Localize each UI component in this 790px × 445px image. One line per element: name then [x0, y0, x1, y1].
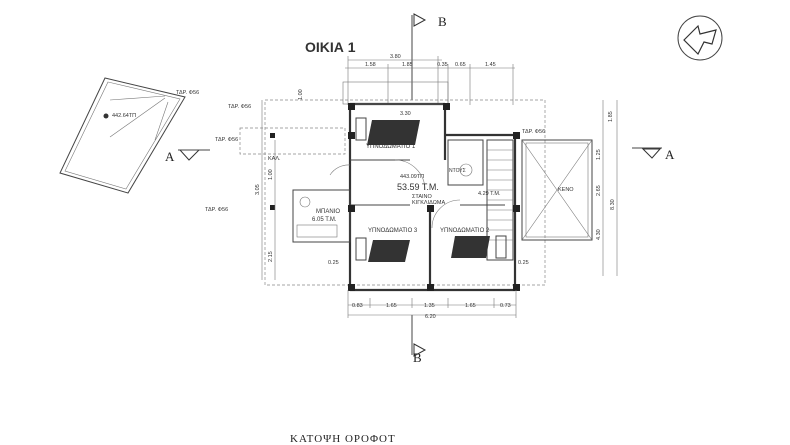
- dimension-label: 3.80: [390, 54, 401, 60]
- section-marker-b-top: B: [411, 13, 447, 100]
- dimension-label: 2.65: [596, 185, 602, 196]
- bath-area: 6.05 Τ.Μ.: [312, 217, 337, 223]
- dimension-label: 1.65: [386, 303, 397, 309]
- offset-right: 0.25: [518, 260, 529, 266]
- section-marker-a-left: A: [165, 149, 210, 164]
- column-label: ΤΔΡ. Φ56: [205, 207, 228, 213]
- top-dimensions: 3.80 1.58 1.85 0.35 0.65 1.45: [345, 54, 515, 105]
- dimension-label: 0.83: [352, 303, 363, 309]
- shower-area: 4.29 Τ.Μ.: [478, 191, 501, 197]
- section-marker-b-bottom: B: [411, 315, 427, 365]
- plan-caption: ΚΑΤΟΨΗ ΟΡΟΦΟΤ: [290, 433, 396, 445]
- room-labels: ΥΠΝΟΔΩΜΑΤΙΟ 1 3.30 ΝΤΟΥΣ 4.29 Τ.Μ. 443.0…: [268, 111, 529, 266]
- void-area: ΚΕΝΟ: [521, 139, 593, 241]
- total-area: 53.59 Τ.Μ.: [397, 182, 439, 192]
- hall-elevation: 443.09ΤΠ: [400, 174, 424, 180]
- dimension-label: B: [438, 14, 447, 29]
- dimension-label: A: [165, 149, 175, 164]
- dimension-label: 0.65: [455, 62, 466, 68]
- dimension-label: 2.15: [268, 251, 274, 262]
- dimension-label: 1.45: [485, 62, 496, 68]
- dimension-label: 1.65: [465, 303, 476, 309]
- site-plot: ΤΔΡ. Φ56 442.64ΤΠ: [59, 77, 199, 194]
- dimension-label: 4.30: [596, 229, 602, 240]
- dimension-label: 8.30: [610, 199, 616, 210]
- north-arrow-icon: [677, 15, 723, 61]
- bottom-dimensions: 0.83 1.65 1.35 1.65 0.73 6.20: [347, 290, 517, 320]
- dimension-label: 0.35: [437, 62, 448, 68]
- dimension-label: B: [413, 350, 422, 365]
- offset-left: 0.25: [328, 260, 339, 266]
- dimension-label: 1.85: [402, 62, 413, 68]
- void-label: ΚΕΝΟ: [558, 187, 574, 193]
- bedroom-3-label: ΥΠΝΟΔΩΜΑΤΙΟ 3: [368, 228, 418, 234]
- shower-label: ΝΤΟΥΣ: [449, 168, 466, 174]
- planter-label: ΚΑΛ.: [268, 156, 281, 162]
- bath-label: ΜΠΑΝΙΟ: [316, 209, 340, 215]
- dimension-label: 1.35: [424, 303, 435, 309]
- column-label: ΤΔΡ. Φ56: [522, 129, 545, 135]
- right-dimensions: 1.85 1.25 2.65 4.30 8.30: [596, 100, 618, 276]
- column-label: ΤΔΡ. Φ56: [228, 104, 251, 110]
- dimension-label: 6.20: [425, 314, 436, 320]
- railing-label-2: ΚΙΓΚΛΙΔΩΜΑ: [412, 200, 445, 206]
- left-dimensions: 1.00 3.05 1.00 2.15: [255, 89, 304, 280]
- bedroom-1-label: ΥΠΝΟΔΩΜΑΤΙΟ 1: [366, 144, 416, 150]
- dimension-label: 1.85: [608, 111, 614, 122]
- railing-label-1: ΣΤΑΙΝΟ: [412, 194, 433, 200]
- dimension-label: 1.58: [365, 62, 376, 68]
- room-width-dim: 3.30: [400, 111, 411, 117]
- bedroom-2-label: ΥΠΝΟΔΩΜΑΤΙΟ 2: [440, 228, 490, 234]
- section-marker-a-right: A: [632, 147, 675, 162]
- dimension-label: 0.73: [500, 303, 511, 309]
- dimension-label: 1.00: [268, 169, 274, 180]
- plan-title: ΟΙΚΙΑ 1: [305, 39, 356, 55]
- building: [239, 81, 546, 292]
- plot-elevation: 442.64ΤΠ: [112, 113, 136, 119]
- dimension-label: A: [665, 147, 675, 162]
- dimension-label: 1.25: [596, 149, 602, 160]
- column-label: ΤΔΡ. Φ56: [215, 137, 238, 143]
- dimension-label: 1.00: [298, 89, 304, 100]
- plot-corner-label: ΤΔΡ. Φ56: [176, 90, 199, 96]
- dimension-label: 3.05: [255, 184, 261, 195]
